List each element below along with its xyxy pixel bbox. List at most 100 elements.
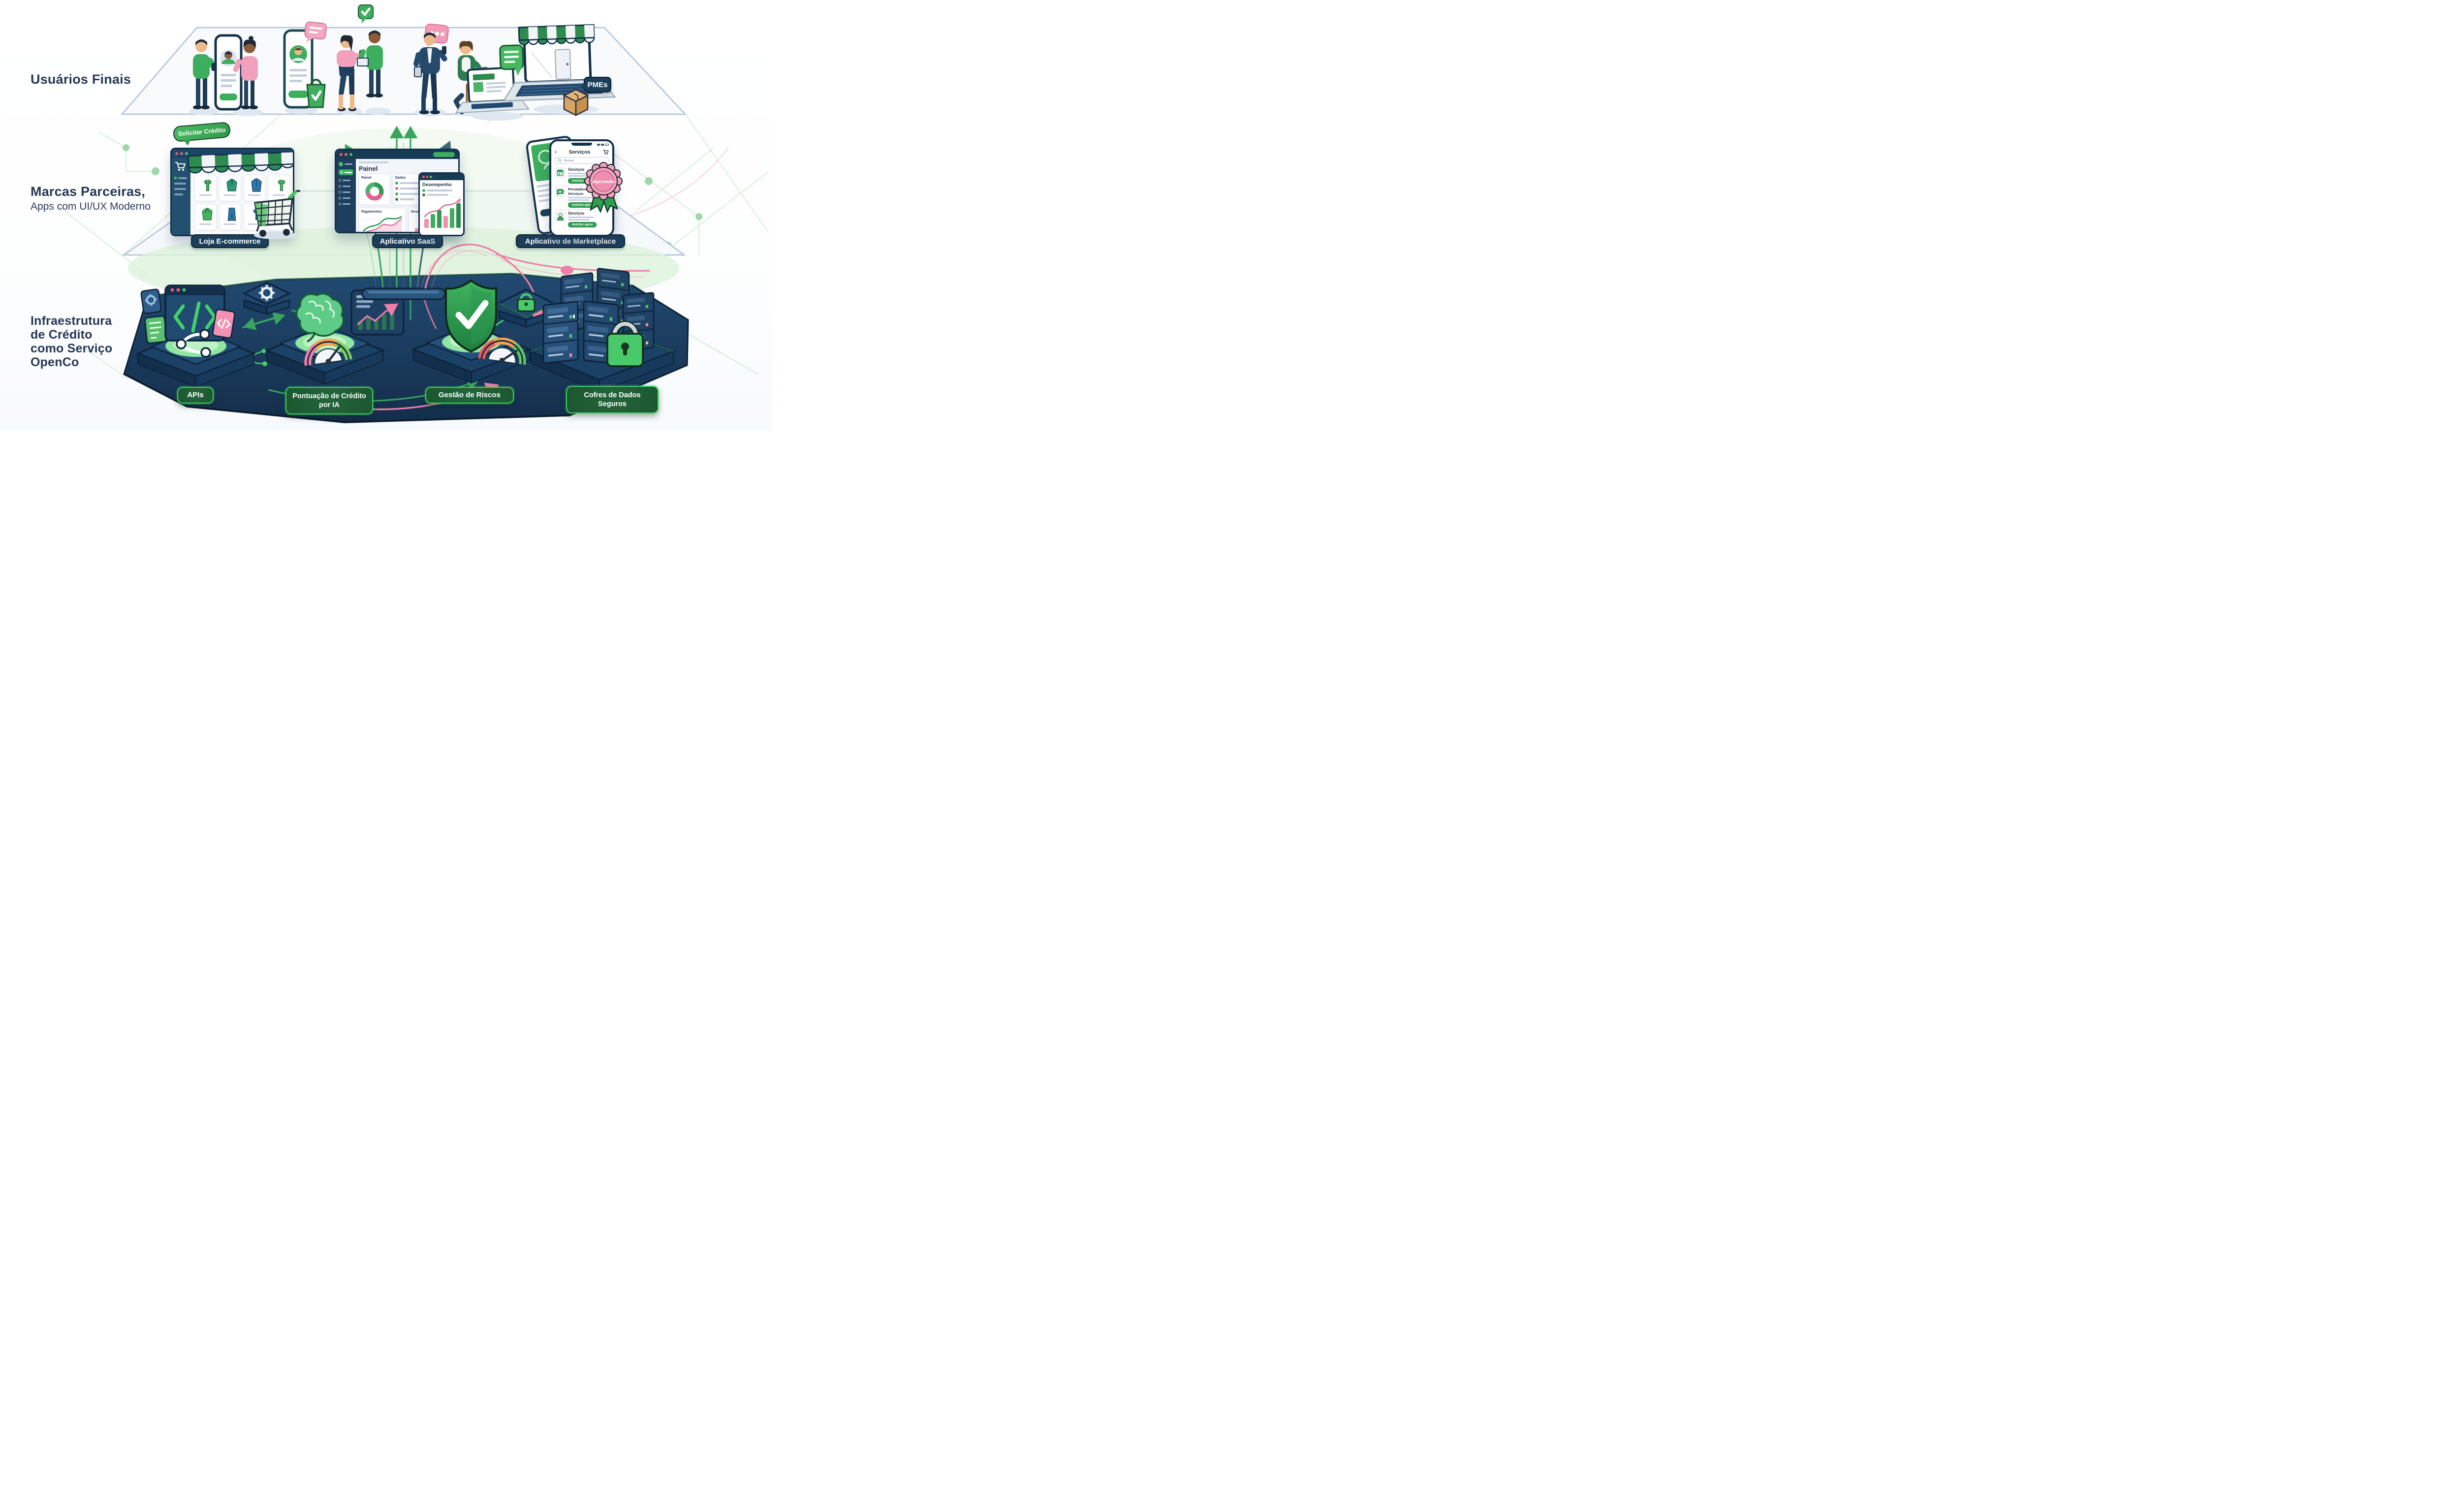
product-card[interactable]: [219, 175, 241, 201]
check-bubble-green-icon: [358, 4, 374, 24]
saas-card-line-chart: Pagamentos: [359, 208, 406, 232]
performance-title: Desempenho: [422, 182, 452, 188]
item-title: Prestadores de Serviços: [568, 187, 595, 196]
person-woman-pink2: [337, 35, 364, 111]
server-racks-icon: [542, 268, 655, 367]
chat-bubble-green-icon: [499, 44, 524, 76]
person-tile-icon: [555, 211, 566, 222]
gear-stack-icon: [242, 282, 291, 315]
window-dot-green: [185, 152, 188, 155]
label-saas: Aplicativo SaaS: [372, 234, 443, 248]
chat-tile-icon: [555, 187, 566, 198]
shopping-bag-check-icon: [306, 79, 326, 108]
code-card-icon: [212, 309, 235, 339]
title-infrastructure: Infraestrutura de Crédito como Serviço O…: [31, 314, 112, 369]
window-dot-red2: [180, 152, 183, 155]
cart-header-icon[interactable]: [602, 149, 609, 155]
back-chevron-icon[interactable]: ‹: [555, 149, 557, 155]
saas-sidebar: [336, 159, 356, 232]
label-apis-text: APIs: [187, 390, 204, 399]
request-credit-text: Solicitar Crédito: [178, 126, 226, 138]
shopping-cart-icon: [253, 190, 300, 239]
status-icons: [597, 144, 609, 146]
list-item[interactable]: Serviços Solicitar agora: [555, 166, 609, 185]
saas-sidebar-active-item[interactable]: [339, 169, 353, 175]
marketplace-screen-title: Serviços: [568, 149, 591, 155]
label-secure-data-vaults: Cofres de Dados Seguros: [566, 386, 659, 413]
label-risk-management: Gestão de Riscos: [425, 387, 514, 404]
profile-phone-icon: [214, 34, 243, 111]
line-chart-icon: [362, 216, 403, 232]
users-group-phone1: [189, 34, 263, 116]
label-ecommerce-text: Loja E-commerce: [199, 237, 261, 246]
request-now-text: Solicitar agora: [572, 179, 593, 183]
approved-badge-text: Aprovado: [593, 179, 615, 185]
phone-notch: [571, 143, 592, 146]
product-card[interactable]: [194, 204, 217, 230]
users-group-phone2: [283, 4, 391, 115]
package-box-icon: [563, 89, 589, 117]
infographic-canvas: Usuários Finais Marcas Parceiras, Apps c…: [0, 0, 772, 431]
cart-icon: [175, 162, 186, 171]
item-title: Serviços: [568, 211, 585, 216]
ai-brain-icon: [295, 292, 345, 343]
profile-phone2-icon: [283, 29, 314, 109]
risk-gauge-icon: [478, 337, 526, 365]
person-businessman: [413, 32, 447, 114]
performance-chart-icon: [423, 198, 461, 228]
product-card[interactable]: [268, 175, 290, 201]
label-marketplace-text: Aplicativo de Marketplace: [525, 237, 616, 246]
api-code-window-icon: [164, 284, 225, 342]
person-woman-pink: [233, 36, 258, 109]
title-infra-line2: de Crédito: [31, 328, 93, 342]
invoice-card-icon: [144, 315, 167, 344]
label-ai-credit-scoring: Pontuação de Crédito por IA: [285, 387, 373, 414]
connection-hub: [361, 287, 446, 300]
list-item[interactable]: Prestadores de Serviços Solicitar agora: [555, 186, 609, 209]
label-secure-data-vaults-text: Cofres de Dados Seguros: [584, 391, 641, 408]
person-man-green: [193, 39, 217, 109]
awning-icon: [518, 24, 595, 46]
title-infra-line1: Infraestrutura: [31, 314, 112, 328]
saas-topbar-button[interactable]: [433, 152, 455, 157]
marketplace-header: ‹ Serviços: [555, 149, 609, 155]
label-risk-management-text: Gestão de Riscos: [439, 390, 501, 399]
pmes-badge: PMEs: [580, 77, 611, 93]
pmes-badge-text: PMEs: [587, 80, 608, 89]
person-man-tablet: [357, 31, 383, 97]
gauge-icon: [304, 338, 352, 366]
saas-card-donut: Painel: [359, 174, 390, 205]
label-apis: APIs: [177, 387, 214, 404]
lock-stack-icon: [497, 288, 555, 328]
label-saas-text: Aplicativo SaaS: [379, 237, 436, 246]
performance-panel: Desempenho: [418, 172, 465, 236]
title-infra-line3: como Serviço: [31, 342, 113, 355]
store-awning-icon: [187, 151, 293, 174]
ecommerce-sidebar: [172, 158, 190, 235]
request-now-text: Solicitar agora: [572, 203, 593, 207]
product-card[interactable]: [219, 204, 241, 230]
saas-titlebar: [336, 150, 458, 159]
saas-heading: Painel: [359, 165, 378, 172]
request-now-button[interactable]: Solicitar agora: [568, 222, 597, 227]
approved-rosette-badge: Aprovado: [584, 162, 623, 214]
product-card[interactable]: [243, 175, 266, 201]
title-end-users: Usuários Finais: [31, 72, 131, 87]
gear-card-icon: [140, 288, 162, 315]
git-branch-icon: [176, 329, 211, 358]
users-group-sme: [455, 24, 616, 121]
analytics-panel-icon: [350, 289, 405, 336]
item-title: Serviços: [568, 167, 585, 172]
product-card[interactable]: [194, 175, 217, 201]
title-partner-brands: Marcas Parceiras,: [31, 184, 146, 199]
label-ai-credit-scoring-text: Pontuação de Crédito por IA: [292, 392, 366, 409]
donut-chart-icon: [365, 182, 384, 201]
list-item[interactable]: Serviços Solicitar agora: [555, 210, 609, 229]
request-now-text: Solicitar agora: [572, 223, 593, 226]
search-bar[interactable]: [555, 157, 609, 164]
shield-check-icon: [445, 279, 497, 353]
ecommerce-window: [170, 148, 294, 236]
chat-bubble-pink-icon: [304, 21, 327, 43]
search-icon: [558, 158, 562, 162]
search-input[interactable]: [563, 158, 602, 163]
